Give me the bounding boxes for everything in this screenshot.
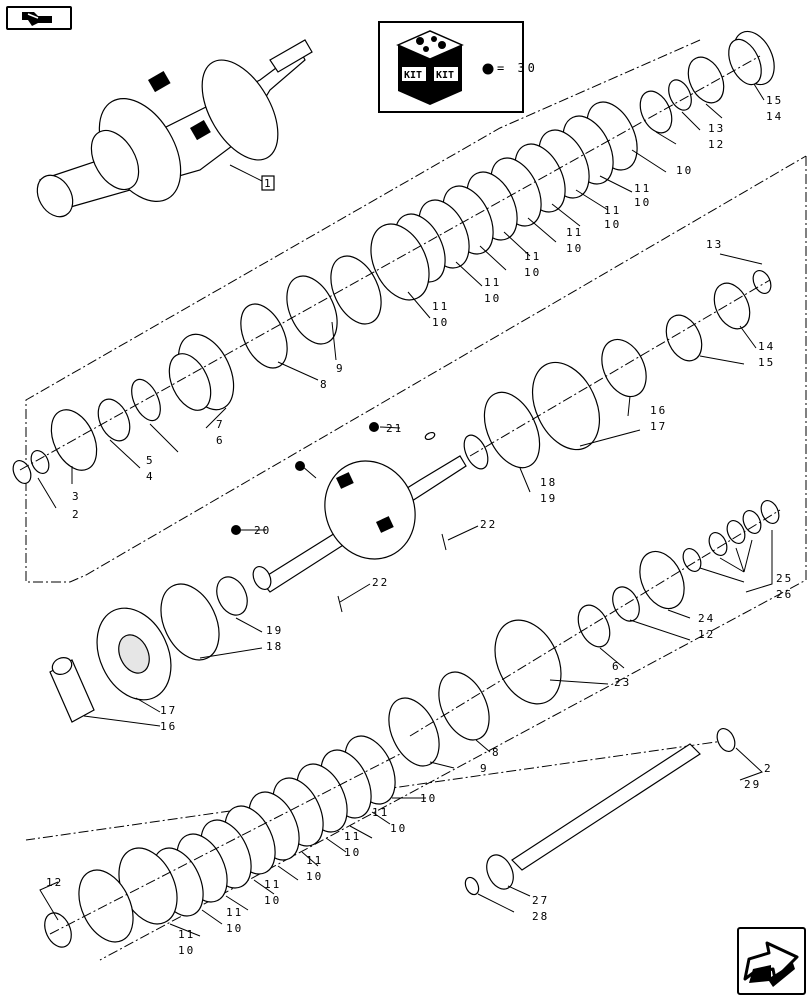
callout-19: 19 <box>266 624 283 637</box>
output-shaft <box>464 728 736 896</box>
back-button[interactable] <box>6 6 72 30</box>
callout-8: 8 <box>320 378 329 391</box>
callout-15: 15 <box>766 94 783 107</box>
callout-9: 9 <box>336 362 345 375</box>
callout-11: 11 <box>264 878 281 891</box>
callout-5: 5 <box>146 454 155 467</box>
callout-11: 11 <box>226 906 243 919</box>
callout-10: 10 <box>390 822 407 835</box>
callout-26: 26 <box>776 588 793 601</box>
callout-25: 25 <box>776 572 793 585</box>
next-button[interactable] <box>737 927 806 995</box>
callout-11: 11 <box>634 182 651 195</box>
callout-16: 16 <box>650 404 667 417</box>
arrow-next-icon <box>743 941 799 987</box>
arrow-back-icon <box>22 12 52 26</box>
callout-12: 12 <box>46 876 63 889</box>
callout-11: 11 <box>524 250 541 263</box>
callout-29: 29 <box>744 778 761 791</box>
callout-11: 11 <box>372 806 389 819</box>
callout-leaders <box>37 83 773 937</box>
callout-21: 21 <box>386 422 403 435</box>
callout-14: 14 <box>766 110 783 123</box>
callout-6: 6 <box>216 434 225 447</box>
callout-10: 10 <box>634 196 651 209</box>
callout-2: 2 <box>764 762 773 775</box>
kit-quantity: = 30 <box>497 61 538 75</box>
callout-10: 10 <box>604 218 621 231</box>
lower-left-parts <box>49 576 248 723</box>
callout-10: 10 <box>676 164 693 177</box>
callout-11: 11 <box>566 226 583 239</box>
callout-10: 10 <box>484 292 501 305</box>
callout-14: 14 <box>758 340 775 353</box>
callout-10: 10 <box>306 870 323 883</box>
callout-12: 12 <box>708 138 725 151</box>
callout-2: 2 <box>72 508 81 521</box>
callout-6: 6 <box>612 660 621 673</box>
callout-17: 17 <box>160 704 177 717</box>
kit-label-right: KIT <box>436 70 454 81</box>
kit-box-icon: KIT KIT <box>396 30 494 105</box>
callout-11: 11 <box>432 300 449 313</box>
callout-11: 11 <box>604 204 621 217</box>
callout-18: 18 <box>266 640 283 653</box>
differential-assembly <box>36 39 313 218</box>
callout-1: 1 <box>264 177 273 190</box>
callout-11: 11 <box>178 928 195 941</box>
callout-22: 22 <box>480 518 497 531</box>
kit-bullet-icon <box>482 63 494 75</box>
callout-20: 20 <box>254 524 271 537</box>
callout-7: 7 <box>216 418 225 431</box>
lower-clutch-pack <box>44 735 401 948</box>
callout-4: 4 <box>146 470 155 483</box>
callout-11: 11 <box>344 830 361 843</box>
callout-10: 10 <box>264 894 281 907</box>
callout-10: 10 <box>432 316 449 329</box>
callout-22: 22 <box>372 576 389 589</box>
callout-11: 11 <box>306 854 323 867</box>
kit-legend: KIT KIT <box>378 21 524 113</box>
callout-13: 13 <box>708 122 725 135</box>
callout-10: 10 <box>226 922 243 935</box>
callout-3: 3 <box>72 490 81 503</box>
callout-18: 18 <box>540 476 557 489</box>
callout-numbers: 1 15 14 13 12 10 11 10 11 10 11 10 11 10… <box>46 94 793 957</box>
callout-10: 10 <box>178 944 195 957</box>
upper-clutch-pack <box>12 30 775 484</box>
callout-12: 12 <box>698 628 715 641</box>
kit-bullet-carrier <box>295 461 305 471</box>
callout-11: 11 <box>484 276 501 289</box>
carrier-shaft <box>231 422 467 613</box>
kit-bullet-21 <box>369 422 379 432</box>
middle-right-parts <box>463 270 772 470</box>
callout-17: 17 <box>650 420 667 433</box>
callout-10: 10 <box>524 266 541 279</box>
callout-16: 16 <box>160 720 177 733</box>
callout-8: 8 <box>492 746 501 759</box>
kit-bullet-20 <box>231 525 241 535</box>
lower-right-parts <box>388 500 781 767</box>
callout-13: 13 <box>706 238 723 251</box>
callout-10: 10 <box>344 846 361 859</box>
callout-10: 10 <box>566 242 583 255</box>
callout-19: 19 <box>540 492 557 505</box>
callout-9: 9 <box>480 762 489 775</box>
kit-label-left: KIT <box>404 70 422 81</box>
callout-27: 27 <box>532 894 549 907</box>
callout-28: 28 <box>532 910 549 923</box>
callout-23: 23 <box>614 676 631 689</box>
callout-24: 24 <box>698 612 715 625</box>
callout-15: 15 <box>758 356 775 369</box>
callout-10: 10 <box>420 792 437 805</box>
